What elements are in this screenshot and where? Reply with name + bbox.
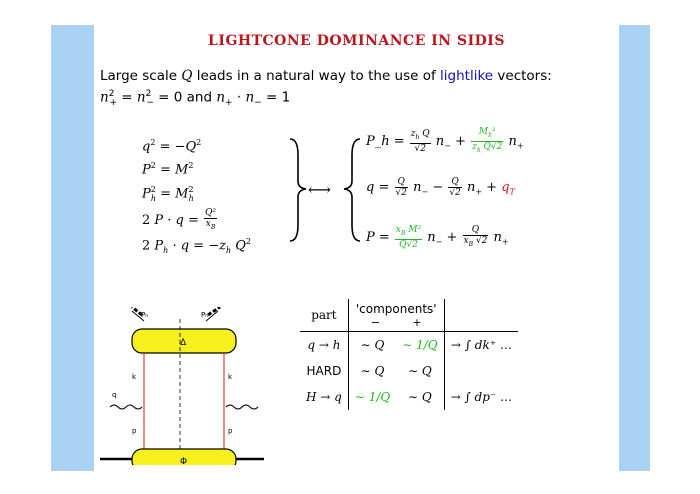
right-blue-bar (619, 25, 650, 471)
table-row: q → h ∼ Q ∼ 1/Q → ∫ dk⁺ … (300, 331, 519, 358)
q-label-diagram: q (112, 391, 116, 399)
p-label: P = (366, 229, 390, 245)
intro-prefix: Large scale (100, 68, 182, 84)
k-left-label: k (132, 373, 137, 381)
eq-Ph2: P2h = M2h (142, 184, 194, 203)
slide-title: LIGHTCONE DOMINANCE IN SIDIS (208, 33, 505, 49)
double-arrow: ⟷ (308, 180, 331, 199)
header-part: part (311, 308, 337, 322)
ph-left-label: Pₕ (141, 311, 148, 319)
intro-and: and (182, 89, 217, 106)
delta-blob (131, 328, 237, 354)
brace-arrow: ⟷ (289, 138, 361, 242)
p-left-label: p (132, 427, 137, 435)
left-blue-bar (51, 25, 94, 471)
phi-label: Φ (180, 457, 187, 465)
feynman-diagram: Pₕ Pₕ Δ k k p p q Φ (100, 307, 264, 465)
q-label: q = (366, 180, 390, 195)
ph-label: P_h = (366, 133, 405, 149)
slide: LIGHTCONE DOMINANCE IN SIDIS Large scale… (94, 25, 619, 471)
table-row: H → q ∼ 1/Q ∼ Q → ∫ dp⁻ … (300, 384, 519, 410)
intro-q: Q (181, 68, 193, 84)
intro-lightlike: lightlike (440, 68, 494, 84)
eq-q: q = Q√2 n− − Q√2 n+ + qT (366, 177, 515, 198)
delta-label: Δ (180, 338, 187, 348)
header-components: 'components' −+ (347, 299, 445, 332)
header-blank (443, 299, 519, 332)
k-right-label: k (228, 373, 233, 381)
eq-q2: q2 = −Q2 (142, 138, 202, 155)
ph-right-label: Pₕ (201, 311, 208, 319)
table-row: HARD ∼ Q ∼ Q (300, 358, 519, 384)
components-table: part 'components' −+ q → h ∼ Q ∼ 1/Q → ∫… (300, 299, 519, 410)
eq-P2: P2 = M2 (142, 161, 194, 178)
intro-text: Large scale Q leads in a natural way to … (100, 67, 552, 112)
intro-suffix: vectors: (493, 68, 552, 84)
intro-rest: = 1 (266, 89, 291, 106)
intro-mid: leads in a natural way to the use of (192, 68, 441, 84)
qT-term: qT (501, 180, 515, 197)
eq-2Phq: 2 Ph · q = −zh Q2 (142, 237, 251, 256)
p-right-label: p (228, 427, 233, 435)
intro-line2: n2+ = n2− = 0 and n+ · n− = 1 (100, 89, 291, 109)
